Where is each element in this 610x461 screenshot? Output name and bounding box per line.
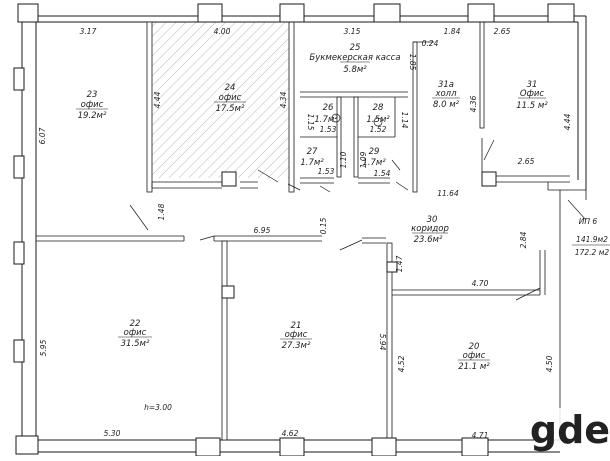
room-26-number: 26 (323, 103, 334, 113)
room-26-label: 26 1.7м² (314, 103, 338, 125)
room-labels: 23 офис 19.2м² 24 офис 17.5м² 25 Букмеке… (76, 43, 548, 372)
room-27-label: 27 1.7м² (300, 147, 324, 168)
room-25-number: 25 (350, 43, 361, 53)
room-27-area: 1.7м² (300, 158, 324, 168)
room-31a-name: холл (434, 89, 457, 99)
dim-label: 5.94 (378, 334, 387, 351)
room-31-label: 31 Офис 11.5 м² (516, 80, 548, 111)
dim-label: 4.71 (472, 431, 489, 440)
walls (21, 15, 587, 453)
room-20-area: 21.1 м² (458, 362, 490, 372)
room-21-area: 27.3м² (282, 341, 311, 351)
room-31a-area: 8.0 м² (433, 100, 460, 110)
room-27-number: 27 (307, 147, 318, 157)
room-25-label: 25 Букмекерская касса 5.8м² (309, 43, 400, 75)
room-20-label: 20 офис 21.1 м² (458, 342, 490, 372)
dim-label: 2.65 (518, 157, 535, 166)
room-24-label: 24 офис 17.5м² (214, 83, 246, 114)
room-21-name: офис (285, 330, 308, 340)
room-31-number: 31 (527, 80, 538, 90)
dim-label: 4.00 (214, 27, 231, 36)
room-26-area: 1.7м² (314, 115, 338, 125)
room-31a-number: 31a (438, 80, 454, 90)
fixture-26 (331, 113, 341, 123)
room-29-area: 1.7м² (362, 158, 386, 168)
dim-label: 1.85 (408, 54, 417, 71)
dim-label: 6.95 (254, 226, 271, 235)
dim-label: 5.30 (104, 429, 121, 438)
dim-label: 4.50 (545, 355, 554, 372)
dim-label: 3.15 (344, 27, 361, 36)
dim-label: 3.17 (80, 27, 97, 36)
dim-label: 0.15 (319, 217, 328, 234)
room-28-area: 1.5м² (366, 115, 390, 125)
room-23-area: 19.2м² (78, 111, 107, 121)
ceiling-height-note: h=3.00 (144, 403, 172, 412)
room-30-label: 30 коридор 23.6м² (411, 215, 449, 245)
room-24-area: 17.5м² (216, 104, 245, 114)
room-25-area: 5.8м² (343, 65, 367, 75)
room-30-number: 30 (427, 215, 438, 225)
room-31a-label: 31a холл 8.0 м² (432, 80, 460, 110)
room-29-label: 29 1.7м² (362, 147, 386, 168)
dim-label: 1.54 (374, 169, 391, 178)
dim-label: 1.52 (370, 125, 387, 134)
room-23-number: 23 (87, 90, 98, 100)
dim-label: 0.24 (422, 39, 439, 48)
door-swings (129, 139, 541, 301)
dim-label: 1.47 (395, 255, 404, 272)
dim-label: 4.36 (469, 95, 478, 112)
dim-label: 1.09 (359, 151, 368, 168)
room-29-number: 29 (369, 147, 380, 157)
ip-note: ИП 6 (579, 217, 598, 226)
room-21-label: 21 офис 27.3м² (280, 321, 312, 351)
room-24-name: офис (219, 93, 242, 103)
dim-label: 1.48 (157, 203, 166, 220)
dim-label: 4.52 (397, 355, 406, 372)
dimension-labels: 3.17 4.00 3.15 1.84 2.65 0.24 1.85 6.07 … (38, 27, 572, 440)
room-23-label: 23 офис 19.2м² (76, 90, 108, 121)
room-28-number: 28 (373, 103, 384, 113)
dim-label: 1.15 (306, 114, 315, 131)
room-20-number: 20 (469, 342, 480, 352)
watermark-text: gde (530, 408, 610, 452)
room-24-number: 24 (225, 83, 236, 93)
gde-watermark: gde (530, 408, 610, 452)
dim-label: 5.95 (39, 339, 48, 356)
room-22-number: 22 (130, 319, 141, 329)
room-31-area: 11.5 м² (516, 101, 548, 111)
dim-label: 4.34 (279, 91, 288, 108)
room-30-area: 23.6м² (414, 235, 443, 245)
room-21-number: 21 (291, 321, 302, 331)
total-area-note-2: 172.2 м2 (575, 248, 610, 257)
room-24-hatch (152, 22, 289, 178)
dim-label: 4.70 (472, 279, 489, 288)
dim-label: 11.64 (437, 189, 459, 198)
room-22-area: 31.5м² (121, 339, 150, 349)
dim-label: 2.84 (519, 231, 528, 248)
room-20-name: офис (463, 351, 486, 361)
dim-label: 1.84 (444, 27, 461, 36)
total-area-note-1: 141.9м2 (576, 235, 608, 244)
dim-label: 1.14 (400, 112, 409, 129)
room-22-name: офис (124, 328, 147, 338)
dim-label: 1.10 (339, 151, 348, 168)
room-23-name: офис (81, 100, 104, 110)
room-30-name: коридор (411, 224, 449, 234)
dim-label: 6.07 (38, 127, 47, 144)
room-28-label: 28 1.5м² (366, 103, 390, 125)
dim-label: 1.53 (320, 125, 337, 134)
room-22-label: 22 офис 31.5м² (118, 319, 152, 349)
room-31-name: Офис (520, 89, 544, 99)
dim-label: 2.65 (494, 27, 511, 36)
dim-label: 4.44 (563, 113, 572, 130)
fixture-28 (373, 117, 383, 127)
room-25-name: Букмекерская касса (309, 53, 400, 63)
dim-label: 4.62 (282, 429, 299, 438)
dim-label: 4.44 (153, 91, 162, 108)
dim-label: 1.53 (318, 167, 335, 176)
